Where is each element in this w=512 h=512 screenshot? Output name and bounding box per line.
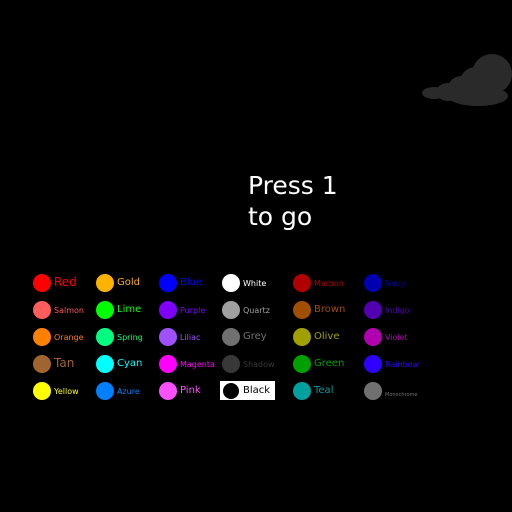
color-option-magenta[interactable]: Magenta	[159, 355, 229, 375]
color-option-navy[interactable]: Navy	[364, 274, 434, 294]
color-label: Liliac	[180, 333, 201, 342]
color-swatch	[96, 328, 114, 346]
color-option-blue[interactable]: Blue	[159, 274, 229, 294]
color-label: Purple	[180, 306, 206, 315]
color-label: Yellow	[54, 387, 79, 396]
color-swatch	[364, 274, 382, 292]
color-swatch	[364, 355, 382, 373]
color-label: Brown	[314, 304, 346, 315]
color-label: Navy	[385, 279, 406, 288]
color-option-pink[interactable]: Pink	[159, 382, 229, 402]
color-option-maroon[interactable]: Maroon	[293, 274, 363, 294]
color-option-rainbow[interactable]: Rainbow	[364, 355, 434, 375]
color-swatch	[222, 328, 240, 346]
color-swatch	[222, 382, 240, 400]
color-label: Monochrome	[385, 392, 418, 398]
color-label: Teal	[314, 385, 334, 396]
color-label: Violet	[385, 333, 408, 342]
color-label: Lime	[117, 304, 142, 315]
color-option-shadow[interactable]: Shadow	[222, 355, 292, 375]
color-option-liliac[interactable]: Liliac	[159, 328, 229, 348]
color-option-quartz[interactable]: Quartz	[222, 301, 292, 321]
color-label: Grey	[243, 331, 267, 342]
color-swatch	[96, 382, 114, 400]
color-option-white[interactable]: White	[222, 274, 292, 294]
color-option-yellow[interactable]: Yellow	[33, 382, 103, 402]
color-swatch	[96, 274, 114, 292]
color-label: Red	[54, 275, 77, 289]
prompt-line-2: to go	[248, 202, 313, 231]
color-swatch	[293, 328, 311, 346]
color-label: Shadow	[243, 360, 275, 369]
color-label: Olive	[314, 331, 340, 342]
color-swatch	[33, 382, 51, 400]
color-label: Magenta	[180, 360, 215, 369]
color-swatch	[33, 328, 51, 346]
color-option-indigo[interactable]: Indigo	[364, 301, 434, 321]
color-option-gold[interactable]: Gold	[96, 274, 166, 294]
color-label: Gold	[117, 277, 140, 288]
color-option-azure[interactable]: Azure	[96, 382, 166, 402]
color-swatch	[364, 328, 382, 346]
color-option-lime[interactable]: Lime	[96, 301, 166, 321]
color-option-monochrome[interactable]: Monochrome	[364, 382, 434, 402]
color-swatch	[364, 301, 382, 319]
color-label: Rainbow	[385, 360, 420, 369]
color-option-black[interactable]: Black	[222, 382, 292, 402]
color-swatch	[96, 355, 114, 373]
color-label: Azure	[117, 387, 140, 396]
prompt-line-1: Press 1	[248, 171, 338, 200]
color-option-green[interactable]: Green	[293, 355, 363, 375]
start-prompt: Press 1 to go	[248, 170, 338, 232]
color-swatch	[159, 355, 177, 373]
color-option-tan[interactable]: Tan	[33, 355, 103, 375]
color-label: Pink	[180, 385, 201, 396]
color-label: Orange	[54, 333, 84, 342]
color-option-grey[interactable]: Grey	[222, 328, 292, 348]
color-swatch	[33, 355, 51, 373]
color-label: Salmon	[54, 306, 84, 315]
color-option-cyan[interactable]: Cyan	[96, 355, 166, 375]
color-label: Indigo	[385, 306, 410, 315]
color-swatch	[159, 382, 177, 400]
color-swatch	[159, 328, 177, 346]
color-swatch	[222, 274, 240, 292]
color-label: Cyan	[117, 358, 143, 369]
color-swatch	[364, 382, 382, 400]
color-swatch	[293, 274, 311, 292]
color-swatch	[293, 382, 311, 400]
color-option-red[interactable]: Red	[33, 274, 103, 294]
color-option-purple[interactable]: Purple	[159, 301, 229, 321]
color-swatch	[33, 274, 51, 292]
color-option-spring[interactable]: Spring	[96, 328, 166, 348]
color-label: Tan	[54, 356, 75, 370]
color-label: Black	[243, 385, 271, 396]
color-label: Blue	[180, 277, 203, 288]
color-option-teal[interactable]: Teal	[293, 382, 363, 402]
color-option-orange[interactable]: Orange	[33, 328, 103, 348]
color-label: Green	[314, 358, 345, 369]
cloud-icon	[422, 54, 512, 106]
color-swatch	[222, 355, 240, 373]
color-swatch	[159, 274, 177, 292]
color-swatch	[33, 301, 51, 319]
color-swatch	[293, 355, 311, 373]
color-label: Spring	[117, 333, 143, 342]
color-option-salmon[interactable]: Salmon	[33, 301, 103, 321]
color-swatch	[96, 301, 114, 319]
color-option-olive[interactable]: Olive	[293, 328, 363, 348]
color-option-violet[interactable]: Violet	[364, 328, 434, 348]
color-label: Maroon	[314, 279, 344, 288]
color-swatch	[293, 301, 311, 319]
color-swatch	[222, 301, 240, 319]
color-swatch	[159, 301, 177, 319]
color-option-brown[interactable]: Brown	[293, 301, 363, 321]
color-label: White	[243, 279, 267, 288]
color-label: Quartz	[243, 306, 270, 315]
